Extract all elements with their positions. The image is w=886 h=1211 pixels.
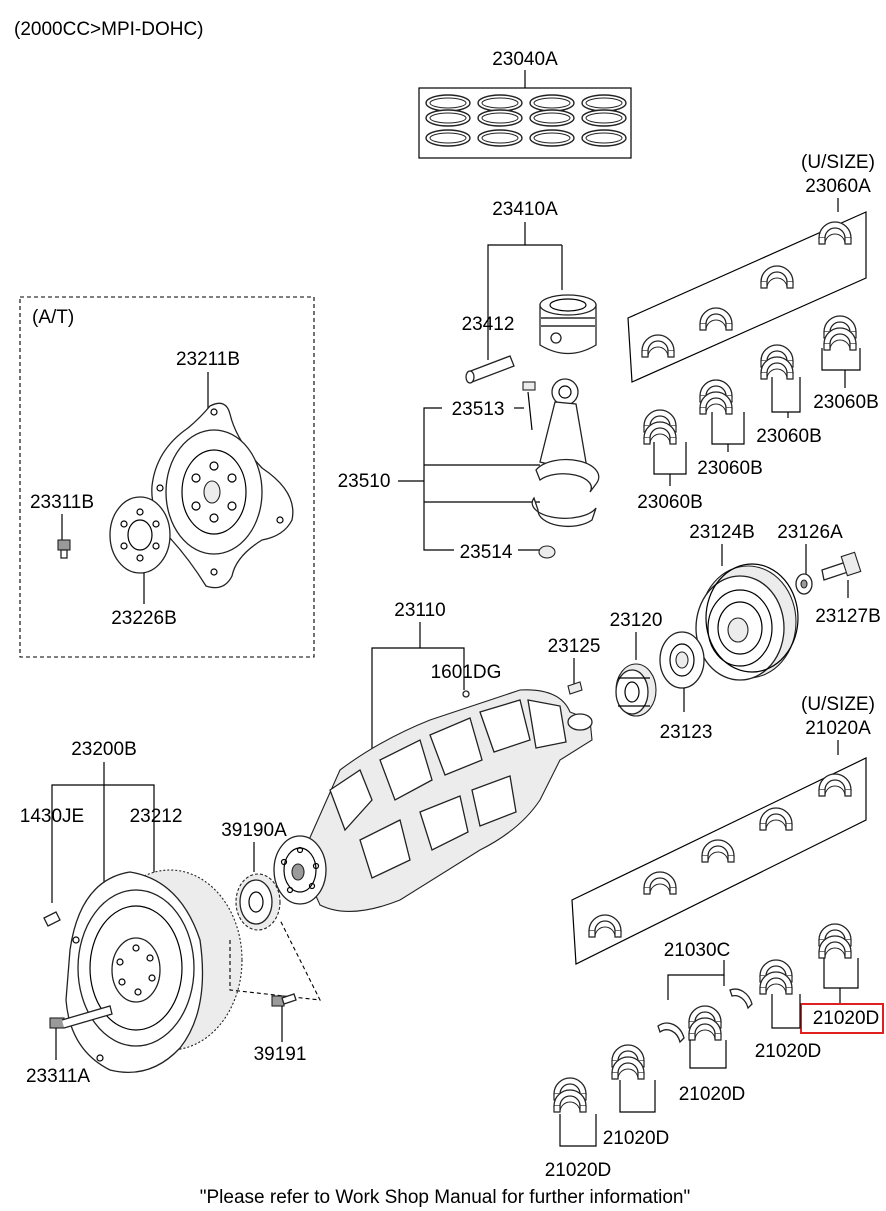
label-23226B: 23226B <box>111 608 177 629</box>
crankshaft <box>273 689 593 912</box>
label-23060B-3: 23060B <box>697 458 763 479</box>
engine-spec-header: (2000CC>MPI-DOHC) <box>14 19 204 40</box>
upper-bearing-set <box>641 221 852 358</box>
label-23060B-2: 23060B <box>756 426 822 447</box>
label-23127B: 23127B <box>815 606 881 627</box>
pulley-washer <box>795 573 813 595</box>
crank-key <box>567 681 583 695</box>
usize-upper-label: (U/SIZE) <box>801 152 875 173</box>
crankshaft-sprocket <box>615 663 657 717</box>
main-bearing-21020D-2 <box>759 959 793 995</box>
flywheel <box>65 869 243 1073</box>
piston-pin <box>465 355 515 384</box>
label-21030C: 21030C <box>664 940 731 961</box>
main-bearing-21020D-3 <box>688 1005 722 1041</box>
drive-plate-bolt <box>57 539 71 559</box>
label-21020D-3: 21020D <box>679 1084 746 1105</box>
usize-lower-label: (U/SIZE) <box>801 694 875 715</box>
label-23514: 23514 <box>460 542 513 563</box>
label-23126A: 23126A <box>777 522 843 543</box>
highlight-box-21020D <box>800 1003 884 1034</box>
crankshaft-pulley <box>695 563 799 681</box>
label-23123: 23123 <box>660 722 713 743</box>
crank-position-sensor-wheel <box>235 873 281 931</box>
label-21020A: 21020A <box>805 718 871 739</box>
label-1601DG: 1601DG <box>431 662 502 683</box>
label-21020D-2: 21020D <box>755 1041 822 1062</box>
label-21020D-1: 21020D <box>813 1008 880 1029</box>
label-23110: 23110 <box>394 600 445 621</box>
main-bearing-21020D-4 <box>611 1044 645 1080</box>
pulley-bolt <box>821 551 862 581</box>
main-bearing-23060B-2 <box>760 344 794 380</box>
label-23510: 23510 <box>338 471 391 492</box>
label-23513: 23513 <box>452 399 505 420</box>
connecting-rod <box>522 378 600 559</box>
piston-ring-set <box>425 94 627 147</box>
label-21020D-5: 21020D <box>545 1160 612 1181</box>
label-39191: 39191 <box>254 1044 307 1065</box>
footer-note: "Please refer to Work Shop Manual for fu… <box>200 1187 690 1208</box>
label-1430JE: 1430JE <box>20 806 84 827</box>
label-23410A: 23410A <box>492 199 558 220</box>
piston <box>539 294 597 355</box>
label-23125: 23125 <box>548 636 601 657</box>
main-bearing-21020D-1 <box>818 923 852 959</box>
main-bearing-21020D-5 <box>553 1077 587 1113</box>
label-23211B: 23211B <box>176 349 240 370</box>
label-39190A: 39190A <box>221 820 287 841</box>
label-23120: 23120 <box>610 610 663 631</box>
main-bearing-23060B-1 <box>823 315 857 351</box>
flywheel-dowel-pin <box>43 911 61 927</box>
upper-bearing-set-panel <box>627 211 867 383</box>
drive-plate <box>151 402 294 589</box>
lower-bearing-set <box>588 773 852 938</box>
label-23311B: 23311B <box>30 492 94 513</box>
label-23212: 23212 <box>130 806 183 827</box>
sensor-wheel-bolt <box>271 993 297 1007</box>
label-23060B-1: 23060B <box>813 392 879 413</box>
label-23200B: 23200B <box>71 739 137 760</box>
crankshaft-flange <box>659 631 705 689</box>
crank-plug <box>462 690 470 698</box>
label-23124B: 23124B <box>689 522 755 543</box>
label-23040A: 23040A <box>492 49 558 70</box>
piston-ring-set-box <box>418 87 632 159</box>
label-23060B-4: 23060B <box>637 492 703 513</box>
main-bearing-23060B-3 <box>699 379 733 415</box>
label-23060A: 23060A <box>805 176 871 197</box>
label-23311A: 23311A <box>26 1066 90 1087</box>
adapter-plate <box>109 496 171 574</box>
thrust-washers <box>657 988 753 1044</box>
flywheel-bolt <box>49 1005 113 1029</box>
at-option-box <box>19 296 315 658</box>
lower-bearing-set-panel <box>571 757 867 965</box>
at-box-title: (A/T) <box>32 307 74 328</box>
label-23412: 23412 <box>462 314 515 335</box>
main-bearing-23060B-4 <box>643 409 677 445</box>
label-21020D-4: 21020D <box>603 1128 670 1149</box>
